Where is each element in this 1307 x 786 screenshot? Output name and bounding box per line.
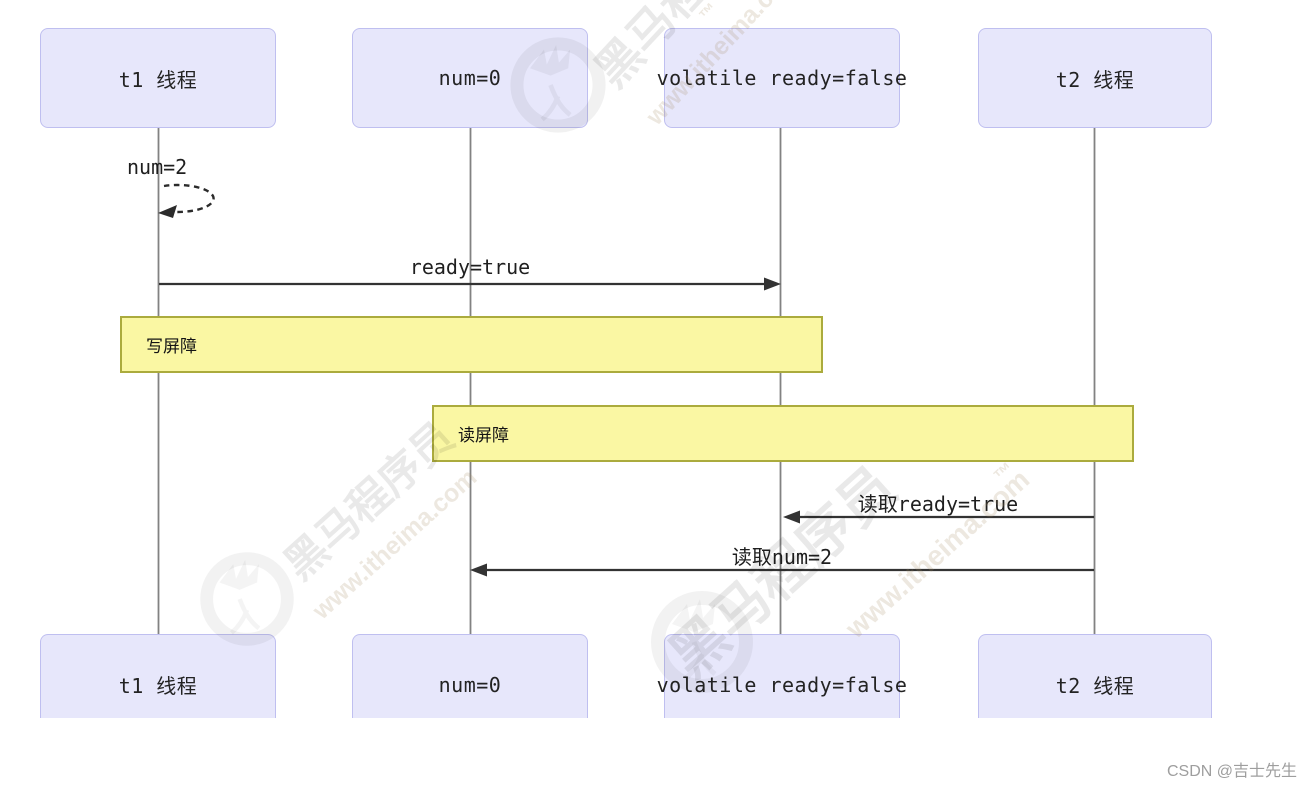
arrowhead-read-ready [783, 510, 800, 524]
participant-t2-bottom: t2 线程 [978, 634, 1212, 718]
message-label-read-ready: 读取ready=true [857, 492, 1019, 516]
csdn-credit-text: CSDN @吉士先生 [1166, 763, 1297, 780]
self-loop-arrowhead [158, 205, 177, 218]
participant-volatile-bottom: volatile ready=false [657, 634, 907, 718]
participant-t1-top: t1 线程 [40, 28, 276, 128]
arrowhead-read-num [470, 563, 487, 577]
participant-num-bottom: num=0 [352, 634, 588, 718]
read-barrier-label: 读屏障 [458, 426, 509, 445]
write-barrier-note: 写屏障 [120, 316, 823, 373]
read-barrier-note: 读屏障 [432, 405, 1134, 462]
arrowhead-ready-true [764, 277, 781, 291]
message-label-ready-true: ready=true [409, 255, 531, 279]
self-message-label: num=2 [127, 155, 188, 179]
message-label-read-num: 读取num=2 [731, 545, 833, 569]
participant-volatile-top: volatile ready=false [657, 28, 907, 128]
self-loop-arrow [163, 183, 215, 214]
write-barrier-label: 写屏障 [146, 337, 197, 356]
participant-num-top: num=0 [352, 28, 588, 128]
participant-t2-top: t2 线程 [978, 28, 1212, 128]
participant-t1-bottom: t1 线程 [40, 634, 276, 718]
